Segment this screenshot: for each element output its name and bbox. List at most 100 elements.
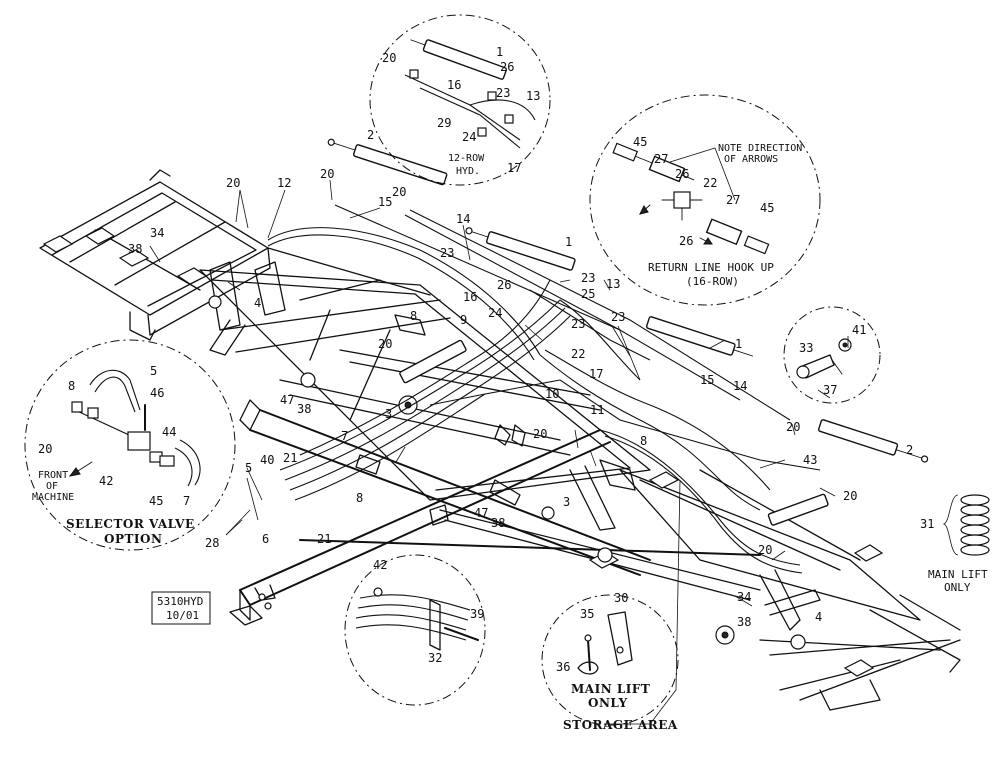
diagram-notes: 12-ROW HYD. NOTE DIRECTION OF ARROWS RET… bbox=[32, 143, 988, 732]
callout-23: 23 bbox=[496, 86, 510, 100]
note-arrows: OF ARROWS bbox=[724, 154, 778, 165]
callout-35: 35 bbox=[580, 607, 594, 621]
callout-40: 40 bbox=[260, 453, 274, 467]
callout-10: 10 bbox=[545, 387, 559, 401]
callout-14: 14 bbox=[456, 212, 470, 226]
main-lift-label: MAIN LIFT bbox=[928, 568, 988, 581]
note-machine: MACHINE bbox=[32, 492, 74, 503]
callout-22: 22 bbox=[571, 347, 585, 361]
callout-34: 34 bbox=[150, 226, 164, 240]
callout-38: 38 bbox=[737, 615, 751, 629]
callout-20: 20 bbox=[786, 420, 800, 434]
callout-20: 20 bbox=[843, 489, 857, 503]
callout-46: 46 bbox=[150, 386, 164, 400]
callout-23: 23 bbox=[440, 246, 454, 260]
callout-7: 7 bbox=[341, 429, 348, 443]
callout-23: 23 bbox=[581, 271, 595, 285]
callout-20: 20 bbox=[392, 185, 406, 199]
callout-1: 1 bbox=[496, 45, 503, 59]
callout-26: 26 bbox=[497, 278, 511, 292]
callout-4: 4 bbox=[254, 296, 261, 310]
callout-7: 7 bbox=[183, 494, 190, 508]
callout-1: 1 bbox=[735, 337, 742, 351]
callout-31: 31 bbox=[920, 517, 934, 531]
callout-47: 47 bbox=[474, 506, 488, 520]
callout-30: 30 bbox=[614, 591, 628, 605]
drawing-stamp: 5310HYD 10/01 bbox=[151, 591, 211, 625]
callout-20: 20 bbox=[378, 337, 392, 351]
callout-20: 20 bbox=[226, 176, 240, 190]
callout-43: 43 bbox=[803, 453, 817, 467]
callout-21: 21 bbox=[283, 451, 297, 465]
callout-3: 3 bbox=[563, 495, 570, 509]
main-lift-only: ONLY bbox=[944, 581, 971, 594]
callout-13: 13 bbox=[606, 277, 620, 291]
callout-20: 20 bbox=[320, 167, 334, 181]
callout-32: 32 bbox=[428, 651, 442, 665]
detail-storage-area bbox=[541, 479, 681, 726]
storage-only: ONLY bbox=[588, 696, 628, 710]
detail-selector-valve bbox=[24, 339, 236, 551]
callout-45: 45 bbox=[760, 201, 774, 215]
return-line-subtitle: (16-ROW) bbox=[686, 275, 739, 288]
callout-numbers: 1 20 26 16 23 13 29 24 17 2 20 20 12 20 … bbox=[38, 45, 934, 674]
callout-20: 20 bbox=[382, 51, 396, 65]
callout-47: 47 bbox=[280, 393, 294, 407]
callout-1: 1 bbox=[565, 235, 572, 249]
callout-3: 3 bbox=[385, 407, 392, 421]
callout-22: 22 bbox=[703, 176, 717, 190]
storage-area-label: STORAGE AREA bbox=[563, 718, 678, 732]
callout-33: 33 bbox=[799, 341, 813, 355]
callout-2: 2 bbox=[367, 128, 374, 142]
storage-main-lift: MAIN LIFT bbox=[571, 682, 650, 696]
detail-12-row-hyd bbox=[369, 14, 551, 186]
callout-28: 28 bbox=[205, 536, 219, 550]
note-12-row: 12-ROW bbox=[448, 153, 485, 164]
callout-16: 16 bbox=[447, 78, 461, 92]
note-front: FRONT bbox=[38, 470, 68, 481]
callout-2: 2 bbox=[906, 443, 913, 457]
callout-25: 25 bbox=[581, 287, 595, 301]
callout-20: 20 bbox=[758, 543, 772, 557]
callout-38: 38 bbox=[491, 516, 505, 530]
callout-11: 11 bbox=[590, 403, 604, 417]
callout-6: 6 bbox=[262, 532, 269, 546]
callout-17: 17 bbox=[507, 161, 521, 175]
note-of: OF bbox=[46, 481, 58, 492]
callout-42: 42 bbox=[373, 558, 387, 572]
callout-20: 20 bbox=[38, 442, 52, 456]
spring-stack bbox=[942, 494, 990, 556]
selector-valve-option: OPTION bbox=[104, 532, 162, 546]
callout-8: 8 bbox=[356, 491, 363, 505]
callout-27: 27 bbox=[654, 152, 668, 166]
callout-8: 8 bbox=[640, 434, 647, 448]
detail-return-line-hookup bbox=[589, 94, 821, 306]
stamp-drawing-number: 5310HYD bbox=[157, 595, 203, 608]
selector-valve-title: SELECTOR VALVE bbox=[66, 517, 195, 531]
callout-42: 42 bbox=[99, 474, 113, 488]
callout-9: 9 bbox=[460, 313, 467, 327]
callout-23: 23 bbox=[611, 310, 625, 324]
callout-13: 13 bbox=[526, 89, 540, 103]
callout-20: 20 bbox=[533, 427, 547, 441]
toolbar-frame bbox=[39, 169, 961, 711]
callout-38: 38 bbox=[128, 242, 142, 256]
callout-26: 26 bbox=[679, 234, 693, 248]
detail-clamp bbox=[344, 554, 486, 706]
callout-16: 16 bbox=[463, 290, 477, 304]
callout-27: 27 bbox=[726, 193, 740, 207]
callout-24: 24 bbox=[488, 306, 502, 320]
callout-17: 17 bbox=[589, 367, 603, 381]
callout-23: 23 bbox=[571, 317, 585, 331]
callout-14: 14 bbox=[733, 379, 747, 393]
callout-29: 29 bbox=[437, 116, 451, 130]
callout-8: 8 bbox=[410, 309, 417, 323]
stamp-date: 10/01 bbox=[166, 609, 199, 622]
callout-8: 8 bbox=[68, 379, 75, 393]
callout-24: 24 bbox=[462, 130, 476, 144]
callout-45: 45 bbox=[633, 135, 647, 149]
callout-leaders bbox=[149, 179, 849, 607]
callout-26: 26 bbox=[500, 60, 514, 74]
note-hyd: HYD. bbox=[456, 166, 480, 177]
